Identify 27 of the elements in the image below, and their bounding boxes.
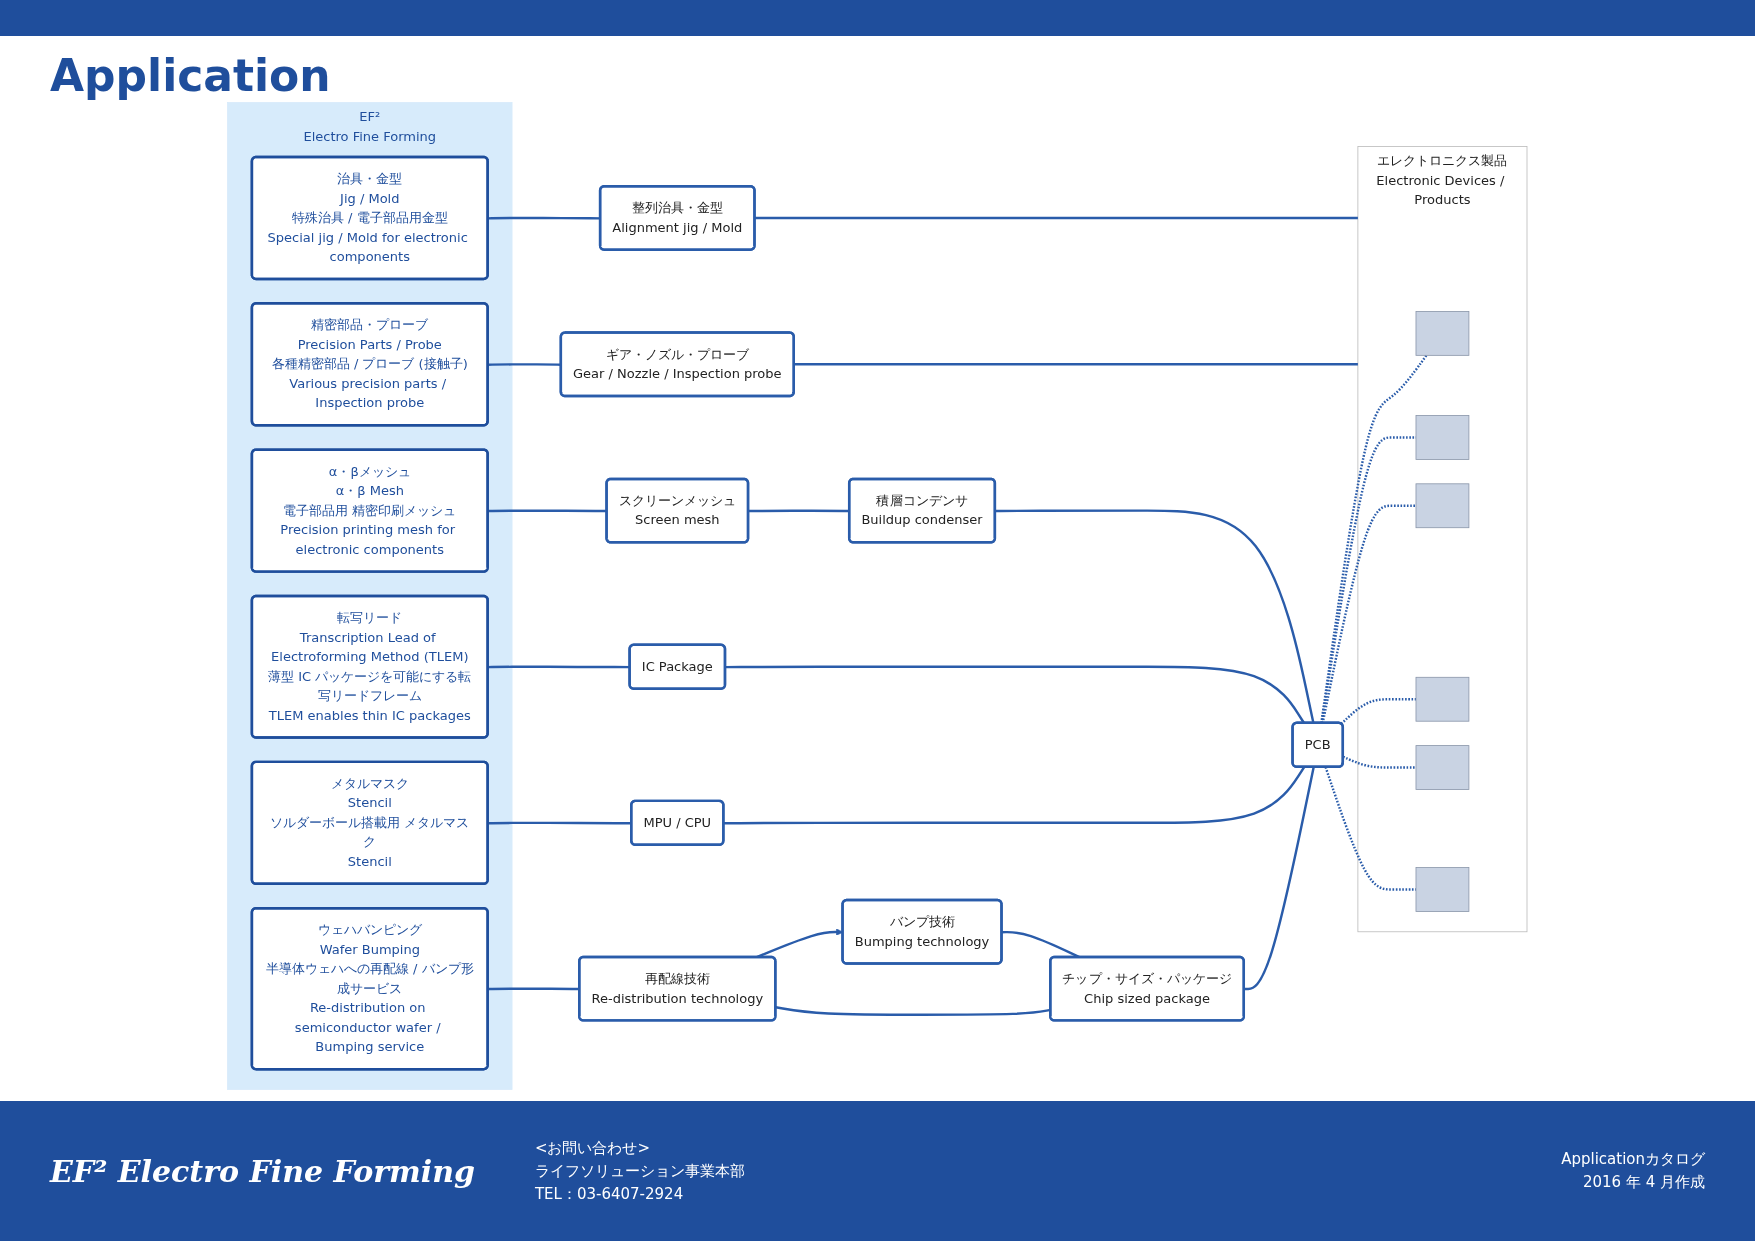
node-box (1415, 482, 1470, 528)
connector (488, 987, 580, 990)
phone-number: TEL：03-6407-2924 (534, 1184, 685, 1204)
node-box (1415, 676, 1470, 722)
connector (995, 508, 1315, 723)
brand-tagline: EF² Electro Fine Forming (50, 1153, 475, 1189)
contact-text: ライフソリューション事業本部 (534, 1161, 745, 1181)
connector (754, 216, 1359, 219)
page-title: Application (50, 50, 331, 101)
connector (1324, 766, 1417, 891)
connector (748, 509, 850, 512)
node-box (1415, 744, 1470, 790)
creation-date: 2016 年 4 月作成 (1581, 1173, 1705, 1192)
node-box (1415, 866, 1470, 912)
cluster: エレクトロニクス製品 Electronic Devices / Products (1357, 145, 1528, 932)
connector (1321, 504, 1417, 723)
connector (1320, 435, 1417, 723)
connector (1320, 354, 1428, 723)
catalog-name: Applicationカタログ (1561, 1150, 1705, 1169)
connector (488, 362, 562, 366)
node-box (1415, 310, 1470, 356)
connector (794, 362, 1359, 365)
connector (1244, 766, 1316, 990)
connector (488, 821, 632, 824)
node-box (1415, 414, 1470, 460)
contact-text: <お問い合わせ> (534, 1138, 652, 1158)
connector (488, 216, 601, 220)
